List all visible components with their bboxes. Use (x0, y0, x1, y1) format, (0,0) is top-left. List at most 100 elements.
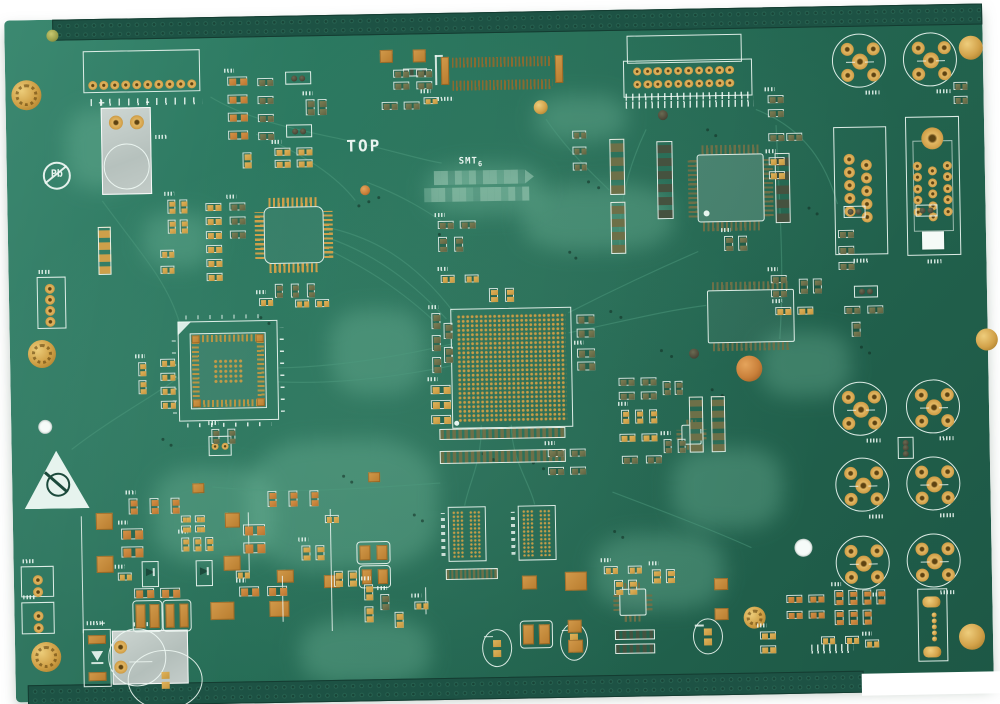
chip-pad (135, 547, 144, 557)
chip-footprint (138, 380, 147, 395)
chip-pad (810, 596, 817, 603)
copper-trace (71, 377, 179, 450)
chip-pad (788, 596, 795, 603)
chip-pad (365, 594, 373, 601)
chip-pad (230, 132, 238, 140)
chip-pad (445, 357, 453, 363)
chip-pad (231, 218, 238, 225)
chip-pad (239, 217, 246, 225)
chip-pad (664, 383, 671, 389)
through-hole-pad (914, 491, 929, 505)
jumper-footprint (285, 124, 313, 138)
chip-footprint (851, 321, 861, 337)
label-mark (226, 194, 237, 199)
via (621, 535, 625, 539)
chip-pad (240, 113, 248, 121)
label-mark (861, 631, 872, 636)
via (714, 134, 718, 138)
chip-footprint (547, 448, 564, 458)
circular-connector-footprint (902, 31, 958, 87)
chip-pad (780, 276, 787, 283)
chip-pad (172, 589, 181, 598)
chip-pad (276, 285, 283, 291)
chip-pad (628, 393, 635, 400)
jumper-pad (866, 288, 874, 295)
chip-footprint (770, 274, 787, 284)
through-hole-pad (840, 68, 854, 82)
chip-pad (306, 160, 313, 167)
chip-pad (665, 447, 672, 454)
pad-column (710, 396, 726, 453)
chip-pad (267, 79, 274, 86)
chip-footprint (572, 162, 587, 171)
via (568, 250, 572, 254)
chip-pad (216, 232, 222, 239)
chip-pad (319, 109, 327, 116)
through-hole-pad (120, 79, 130, 90)
chip-footprint (305, 99, 315, 116)
chip-pad (550, 468, 556, 475)
chip-footprint (160, 249, 175, 258)
through-hole-pad (914, 414, 928, 428)
chip-pad (311, 500, 319, 507)
chip-footprint (301, 545, 311, 561)
chip-pad (162, 251, 168, 258)
chip-footprint (167, 199, 176, 214)
silk-tick (868, 562, 878, 565)
chip-footprint (770, 288, 788, 298)
chip-pad (574, 132, 580, 139)
chip-pad (588, 329, 595, 337)
chip-pad (770, 158, 777, 165)
fpc-pad-row (452, 79, 553, 91)
label-mark (164, 191, 175, 196)
via (619, 315, 623, 319)
chip-pad (605, 567, 611, 574)
chip-pad (955, 97, 961, 104)
jumper-pad (291, 127, 298, 135)
chip-footprint (393, 81, 410, 90)
qfp-pad-strip (646, 593, 653, 611)
inductor-pad (149, 603, 160, 629)
chip-footprint (431, 414, 452, 425)
chip-footprint (235, 570, 250, 579)
through-hole-pad (927, 166, 937, 176)
chip-footprint (430, 384, 451, 395)
chip-pad (653, 578, 661, 584)
label-mark (437, 266, 448, 272)
label-mark (573, 340, 584, 345)
chip-footprint (649, 409, 658, 424)
chip-footprint (640, 391, 657, 400)
chip-pad (366, 616, 374, 623)
chip-pad (466, 275, 472, 283)
copper-pad (568, 639, 584, 653)
chip-pad (140, 389, 147, 395)
through-hole-pad (912, 161, 922, 171)
chip-pad (800, 288, 808, 294)
label-mark (648, 561, 659, 566)
pad-column (610, 201, 627, 255)
copper-pad (412, 49, 426, 63)
chip-pad (874, 640, 880, 647)
copper-pad (564, 571, 588, 591)
chip-pad (869, 306, 876, 314)
chip-pad (796, 596, 803, 603)
chip-pad (268, 133, 275, 140)
chip-pad (413, 102, 420, 109)
chip-pad (769, 96, 776, 103)
chip-pad (848, 247, 855, 254)
through-hole-pad (841, 390, 855, 404)
chip-footprint (848, 589, 858, 605)
through-hole-pad (715, 78, 725, 88)
chip-pad (864, 619, 872, 625)
chip-pad (215, 218, 222, 225)
chip-footprint (364, 606, 374, 623)
chip-pad (581, 131, 587, 139)
silk-tick (939, 560, 949, 562)
through-hole-pad (860, 185, 872, 197)
silk-ticks (187, 421, 272, 428)
through-hole-pad (869, 465, 883, 480)
chip-pad (187, 526, 192, 532)
chip-pad (298, 148, 305, 155)
chip-pad (433, 345, 441, 352)
chip-pad (848, 263, 855, 270)
